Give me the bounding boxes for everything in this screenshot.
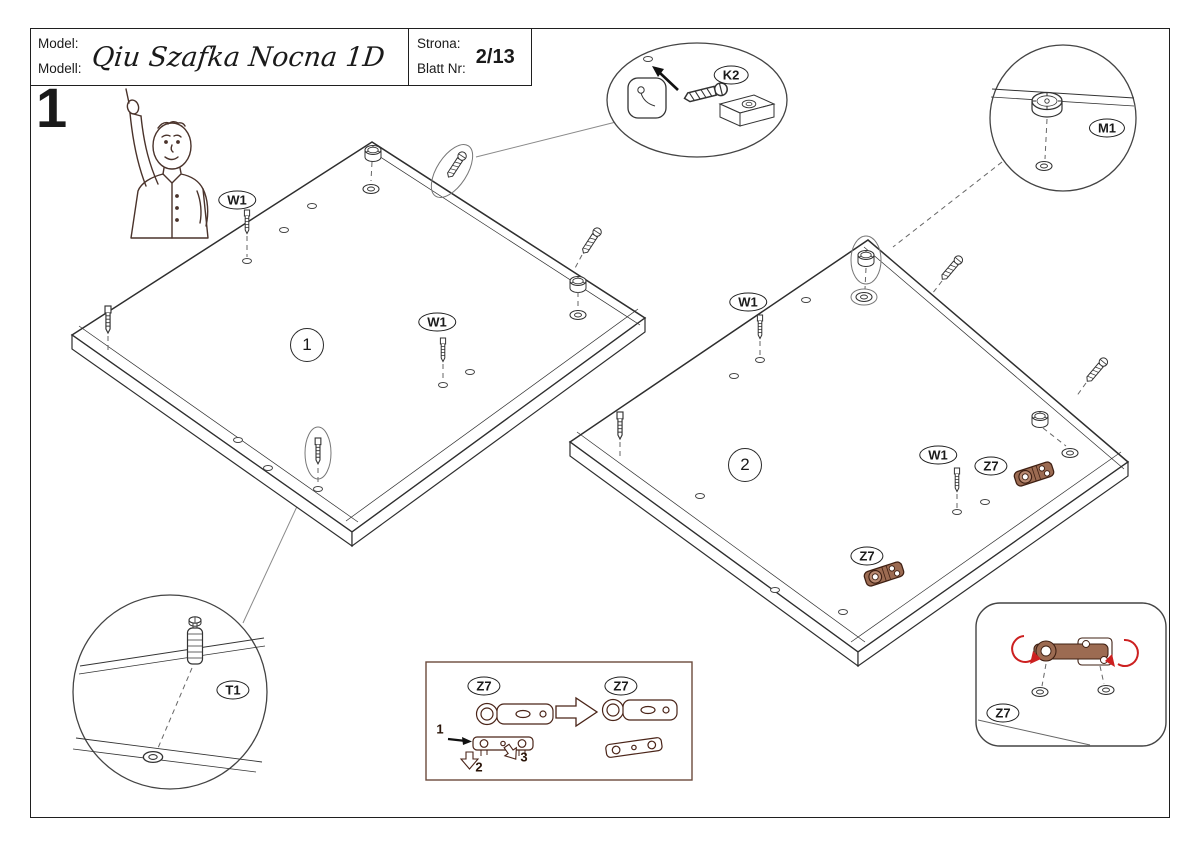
panel-1-board [70,141,647,548]
cam-hole-icon [569,309,587,321]
detail-callout-m1 [989,44,1137,192]
hole-icon [770,587,780,593]
cam-hole-icon [1061,447,1079,459]
hole-icon [801,297,811,303]
part-label-z7-box-right: Z7 [604,676,638,696]
part-label-w1-3: W1 [729,292,767,312]
euro-screw-icon [579,225,604,256]
edge-screw-icon [104,305,112,334]
rotate-arrow-icon [1105,654,1115,667]
panel-1-hardware [104,144,604,492]
edge-screw-icon [616,411,624,440]
dowel-hole-icon [142,750,164,764]
step-number: 1 [36,76,68,139]
leader-lines [242,121,1003,624]
pilot-hole-icon [643,56,653,62]
cam-hole-icon [1035,160,1053,172]
cam-lock-icon [1031,410,1049,429]
model-labels: Model: Modell: [38,33,82,81]
title-block: Model: Modell: Qiu Szafka Nocna 1D Stron… [30,28,532,86]
hole-icon [729,373,739,379]
hole-icon [307,203,317,209]
screw-hole-icon [1031,686,1049,698]
part-label-k2: K2 [713,65,749,85]
hinge-assembled-icon [472,702,554,756]
part-label-m1: M1 [1088,118,1126,138]
t1-dowel-icon [186,616,204,665]
rotate-arrow-icon [1030,651,1041,664]
hinge-step-3: 3 [520,749,528,765]
step3-arrow-icon [503,743,517,760]
panel-2-hardware [616,235,1110,615]
detail-callout-k2 [606,42,788,158]
dowel-hole-icon [242,258,252,264]
part-label-z7-rotation: Z7 [986,703,1020,723]
edge-hole-icon [741,99,757,109]
hole-icon [695,493,705,499]
hole-icon [838,609,848,615]
model-label-de: Modell: [38,61,82,77]
euro-screw-icon [938,253,965,283]
part-label-z7-2: Z7 [850,546,884,566]
cam-hole-icon [362,183,380,195]
m1-cam-icon [1031,91,1063,118]
model-label-pl: Model: [38,36,79,51]
panel-2-board [568,239,1130,668]
title-block-page-cell: Strona: Blatt Nr: 2/13 [408,29,531,85]
cam-hole-icon [855,291,873,303]
panel-1-number: 1 [290,328,324,362]
w1-screw-icon [243,209,251,234]
dowel-hole-icon [438,382,448,388]
part-label-t1: T1 [216,680,250,700]
w1-screw-icon [439,337,447,362]
hinge-top-view-icon [1033,637,1113,666]
next-arrow-icon [555,696,599,728]
hole-icon [980,499,990,505]
dowel-hole-icon [313,486,323,492]
t1-screw-icon [314,437,322,465]
screw-hole-icon [1097,684,1115,696]
hinge-step-1: 1 [436,721,444,737]
insert-arrow-icon [652,66,664,77]
page-label-de: Blatt Nr: [417,61,466,77]
hinge-separated-icon [601,698,678,758]
euro-screw-icon [1083,355,1110,385]
w1-screw-icon [756,314,764,339]
page-label-pl: Strona: [417,36,461,51]
hole-icon [279,227,289,233]
part-label-w1-2: W1 [418,312,456,332]
hole-icon [465,369,475,375]
hinge-rotation-box [975,602,1167,747]
panel-2-number: 2 [728,448,762,482]
step1-arrow-icon [462,737,472,745]
model-name: Qiu Szafka Nocna 1D [89,41,386,73]
hole-icon [233,437,243,443]
hole-icon [263,465,273,471]
page-labels: Strona: Blatt Nr: [417,33,466,81]
euro-screw-icon [444,149,469,180]
cam-lock-icon [364,144,382,163]
part-label-z7-box-left: Z7 [467,676,501,696]
w1-screw-icon [953,467,961,492]
part-label-w1-4: W1 [919,445,957,465]
hinge-step-2: 2 [475,759,483,775]
part-label-z7-1: Z7 [974,456,1008,476]
detail-callout-t1 [72,594,268,790]
hinge-detail-box [425,661,693,781]
person-illustration [125,88,209,239]
cam-lock-icon [569,275,587,294]
step2-arrow-icon [459,751,480,770]
title-block-model-cell: Model: Modell: Qiu Szafka Nocna 1D [31,29,408,85]
page-border-frame [30,28,1170,818]
dowel-hole-icon [952,509,962,515]
cam-lock-icon [857,249,875,268]
page-number: 2/13 [475,45,515,68]
part-label-w1-1: W1 [218,190,256,210]
dowel-hole-icon [755,357,765,363]
